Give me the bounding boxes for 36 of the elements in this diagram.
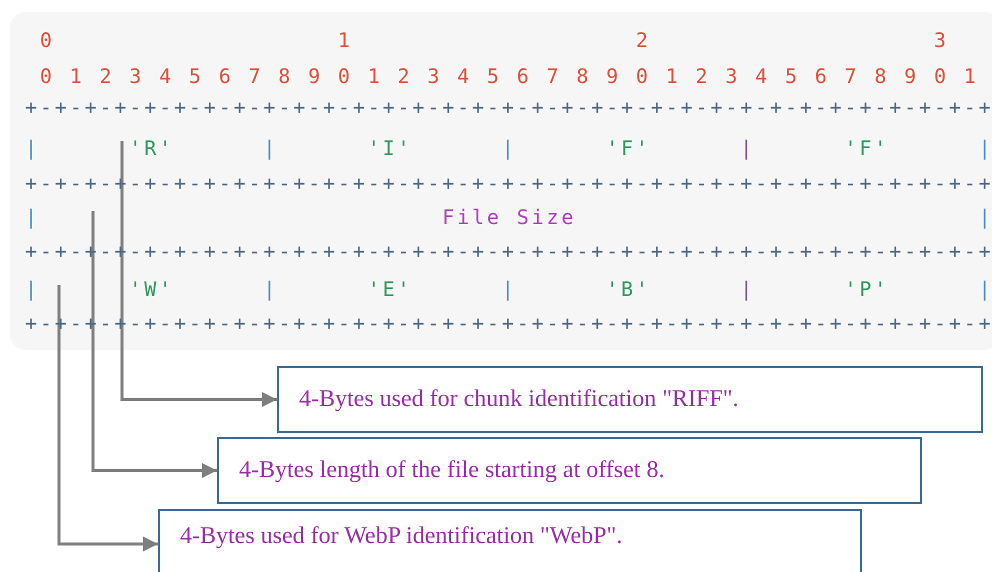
field-divider: | (25, 277, 40, 301)
field-value: 'P' (844, 277, 890, 301)
field-divider: | (263, 136, 278, 160)
field-divider: | (25, 136, 40, 160)
field-name: File Size (442, 205, 576, 229)
description-text: 4-Bytes used for WebP identification "WebP". (180, 523, 622, 550)
leader-arrow (92, 211, 217, 478)
field-divider: | (978, 136, 992, 160)
bit-tick: 3 (934, 28, 949, 52)
field-value: 'F' (844, 136, 890, 160)
field-divider: | (978, 277, 992, 301)
bit-tick: 0 (40, 28, 55, 52)
field-divider: | (502, 136, 517, 160)
leader-arrow (120, 141, 277, 407)
description-box (217, 437, 922, 504)
description-box (158, 509, 862, 572)
leader-arrow (58, 285, 158, 552)
field-value: 'E' (368, 277, 412, 301)
row-separator: +-+-+-+-+-+-+-+-+-+-+-+-+-+-+-+-+-+-+-+-+-+-+-+-+-+-+-+-+-+-+-+-+ (25, 95, 992, 119)
field-divider: | (502, 277, 517, 301)
field-value: 'B' (606, 277, 651, 301)
field-divider: | (740, 277, 756, 301)
field-divider: | (978, 205, 992, 229)
description-box (277, 366, 983, 433)
field-value: 'R' (129, 136, 174, 160)
field-divider: | (740, 136, 756, 160)
bit-tick: 1 (338, 28, 353, 52)
description-text: 4-Bytes used for chunk identification "RIFF". (299, 386, 739, 413)
description-text: 4-Bytes length of the file starting at offset 8. (239, 457, 664, 484)
field-value: 'F' (606, 136, 651, 160)
field-value: 'W' (129, 277, 174, 301)
bit-tick: 2 (636, 28, 651, 52)
field-divider: | (263, 277, 278, 301)
field-divider: | (25, 205, 40, 229)
field-value: 'I' (368, 136, 412, 160)
bit-numbers: 0 1 2 3 4 5 6 7 8 9 0 1 2 3 4 5 6 7 8 9 0 1 2 3 4 5 6 7 8 9 0 1 (40, 64, 979, 88)
